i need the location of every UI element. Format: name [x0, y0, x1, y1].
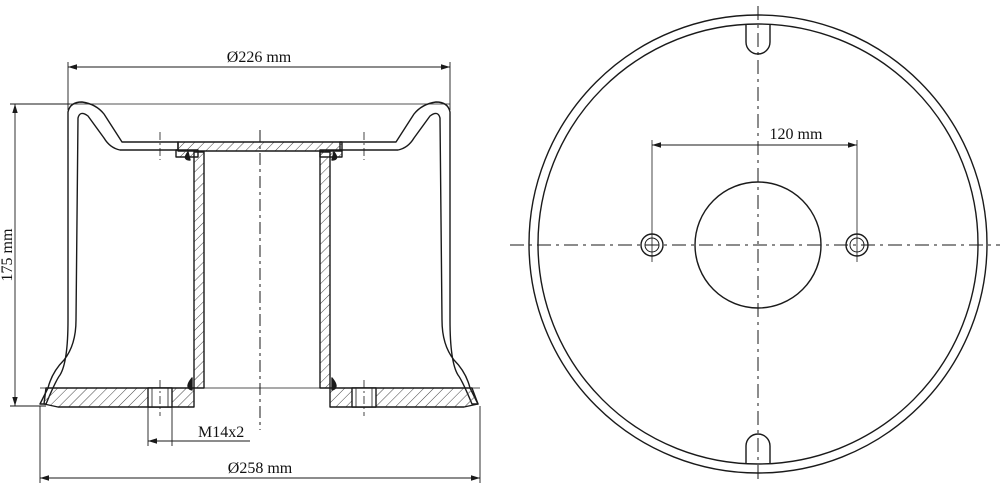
label-height: 175 mm — [0, 228, 16, 281]
weld-top-right — [331, 151, 338, 161]
top-view — [510, 6, 1000, 484]
weld-left — [187, 377, 193, 391]
weld-top-left — [184, 151, 191, 161]
shell-wall-left — [39, 101, 179, 405]
label-top-diameter: Ø226 mm — [227, 49, 292, 66]
shell-wall-right — [339, 101, 479, 405]
section-dimensions — [10, 62, 481, 483]
inner-rim-circle — [537, 23, 979, 465]
label-thread: M14x2 — [198, 424, 244, 441]
inner-tube-right — [319, 151, 331, 389]
inner-tube-left — [193, 151, 205, 389]
section-view — [39, 101, 480, 430]
weld-right — [331, 377, 337, 391]
label-bottom-diameter: Ø258 mm — [228, 460, 293, 477]
label-bolt-spacing: 120 mm — [770, 126, 823, 143]
